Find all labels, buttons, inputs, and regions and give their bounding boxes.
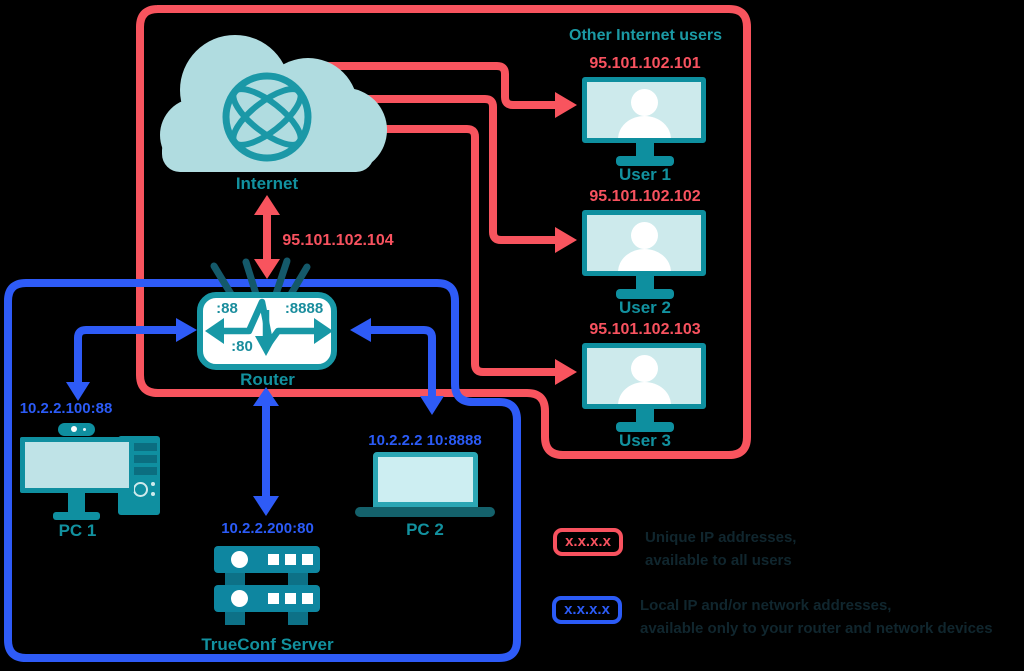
pc1: PC 1 xyxy=(15,420,165,545)
arrow-internet-to-user3 xyxy=(340,125,577,385)
arrow-internet-to-user1 xyxy=(300,62,577,118)
legend-local-text: Local IP and/or network addresses, avail… xyxy=(640,597,993,637)
pc1-ip: 10.2.2.100:88 xyxy=(19,400,113,417)
legend-local-badge: x.x.x.x xyxy=(552,596,622,624)
monitor-icon xyxy=(582,343,706,409)
user2-ip: 95.101.102.102 xyxy=(589,188,701,205)
external-network-boundary xyxy=(136,5,751,459)
router-port-88: :88 xyxy=(216,300,238,317)
router-port-80: :80 xyxy=(231,338,253,355)
server-rack-icon xyxy=(214,546,320,573)
pc2: 10.2.2.2 10:8888 PC 2 xyxy=(345,432,505,542)
laptop-icon xyxy=(373,452,478,507)
router-icon xyxy=(197,257,337,370)
pc2-ip: 10.2.2.2 10:8888 xyxy=(368,432,482,449)
router-port-8888: :8888 xyxy=(284,300,324,317)
globe-icon xyxy=(222,72,312,162)
arrow-pc1-router xyxy=(66,318,197,401)
person-icon xyxy=(631,355,658,382)
monitor-icon xyxy=(582,210,706,276)
pc-monitor-icon xyxy=(20,437,134,493)
pc1-label: PC 1 xyxy=(58,521,97,540)
trueconf-server: 10.2.2.200:80 TrueConf Server xyxy=(201,520,333,660)
arrow-internet-to-user2 xyxy=(330,95,577,253)
monitor-icon xyxy=(582,77,706,143)
arrow-internet-router xyxy=(254,195,280,279)
server-label: TrueConf Server xyxy=(201,635,334,654)
power-button-icon xyxy=(133,482,148,497)
legend-external-badge: x.x.x.x xyxy=(553,528,623,556)
router-label: Router xyxy=(240,370,295,389)
user3-ip: 95.101.102.103 xyxy=(589,321,701,338)
legend-external-text: Unique IP addresses, available to all us… xyxy=(645,529,797,569)
arrow-server-router xyxy=(253,387,279,516)
server-rack-icon xyxy=(214,585,320,612)
user2-label: User 2 xyxy=(619,298,671,317)
user3-label: User 3 xyxy=(619,431,671,450)
router-public-ip: 95.101.102.104 xyxy=(282,232,394,249)
person-icon xyxy=(631,222,658,249)
other-internet-users-title: Other Internet users xyxy=(569,27,722,44)
arrow-pc2-router xyxy=(350,318,444,415)
person-icon xyxy=(631,89,658,116)
server-ip: 10.2.2.200:80 xyxy=(221,520,314,537)
pc2-label: PC 2 xyxy=(406,520,444,539)
user1-label: User 1 xyxy=(619,165,671,184)
user1-ip: 95.101.102.101 xyxy=(589,55,701,72)
internet-label: Internet xyxy=(235,174,299,193)
lan-boundary xyxy=(4,279,521,662)
webcam-icon xyxy=(58,423,95,436)
router-antennas xyxy=(210,257,311,298)
internet-cloud-icon xyxy=(160,35,387,172)
